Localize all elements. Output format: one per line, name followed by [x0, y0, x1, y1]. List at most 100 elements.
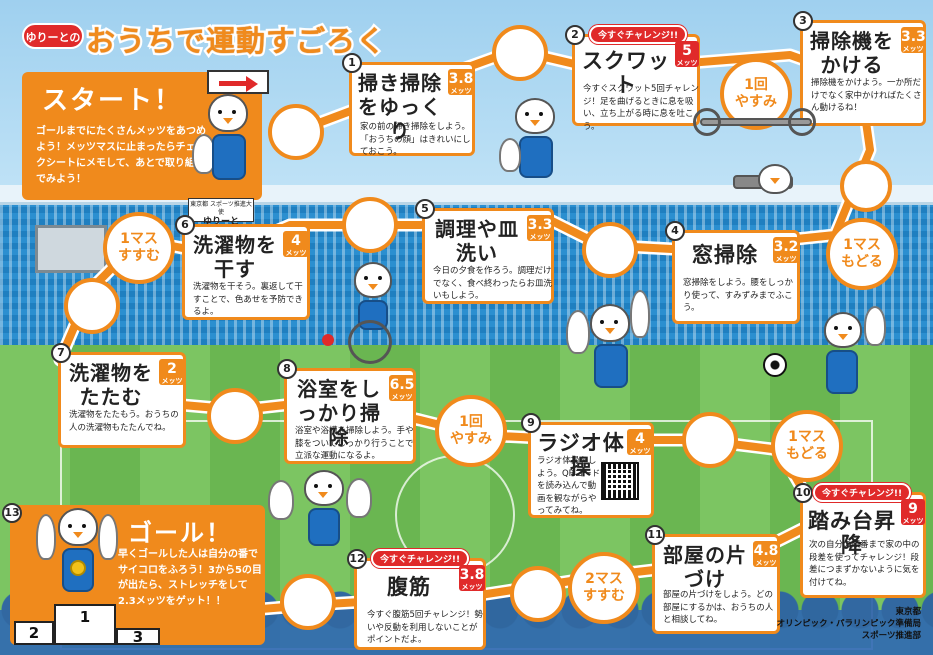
qr-code-icon[interactable] [601, 462, 639, 500]
empty-square[interactable] [268, 104, 324, 160]
start-instructions: ゴールまでにたくさんメッツをあつめよう！メッツマスに止まったらチェックシートにメ… [36, 126, 206, 185]
square-number: 3 [793, 11, 813, 31]
square-description: 今すぐスクワット5回チャレンジ！足を曲げるときに息を吸い、立ち上がる時に息を吐こ… [583, 84, 699, 132]
square-number: 8 [277, 359, 297, 379]
podium-3rd: 3 [116, 628, 160, 645]
square-description: 洗濯物を干そう。裏返して干すことで、色あせを予防できるよ。 [193, 282, 303, 317]
square-description: 浴室や浴槽を掃除しよう。手や膝をついてしっかり行うことで立派な運動になるよ。 [295, 426, 414, 461]
credit-line: オリンピック・パラリンピック準備局 [776, 619, 921, 629]
square-number: 6 [175, 215, 195, 235]
special-square-rest[interactable]: 1回やすみ [435, 395, 507, 467]
special-square-back[interactable]: 1マスもどる [826, 218, 898, 290]
square-number: 11 [645, 525, 665, 545]
square-description: 掃除機をかけよう。一か所だけでなく家中かければたくさん動けるね！ [811, 78, 922, 113]
arrow-right-icon [219, 81, 247, 86]
square-description: 窓掃除をしよう。腰をしっかり使って、すみずみまでふこう。 [683, 278, 793, 313]
square-title: 浴室をしっかり掃除 [297, 377, 381, 449]
square-title: 洗濯物を干す [193, 233, 277, 281]
publisher-credit: 東京都 オリンピック・パラリンピック準備局 スポーツ推進部 [777, 606, 921, 642]
square-description: 今すぐ腹筋5回チャレンジ！勢いや反動を利用しないことがポイントだよ。 [367, 610, 483, 645]
podium-2nd: 2 [14, 621, 54, 645]
nameplate-name: ゆりーと [202, 217, 239, 227]
square-title: 調理や皿洗い [435, 217, 519, 265]
square-title: 窓掃除 [692, 243, 758, 267]
square-description: 洗濯物をたたもう。おうちの人の洗濯物もたたんでね。 [69, 410, 179, 433]
empty-square[interactable] [64, 278, 120, 334]
square-description: 家の前の掃き掃除をしよう。「おうちの顔」はきれいにしておこう。 [360, 122, 471, 157]
credit-line: スポーツ推進部 [861, 631, 921, 641]
square-description: 部屋の片づけをしよう。どの部屋にするかは、おうちの人と相談してね。 [663, 590, 774, 625]
empty-square[interactable] [682, 412, 738, 468]
podium-1st: 1 [54, 604, 116, 645]
arrow-head-icon [246, 76, 258, 92]
empty-square[interactable] [280, 574, 336, 630]
special-line2: もどる [841, 254, 883, 270]
special-line2: やすみ [450, 431, 492, 447]
empty-square[interactable] [582, 222, 638, 278]
special-line1: 1回 [744, 77, 768, 93]
weight-plate-icon [693, 108, 721, 136]
square-number: 10 [793, 483, 813, 503]
square-title: 踏み台昇降 [808, 509, 896, 557]
empty-square[interactable] [342, 197, 398, 253]
challenge-badge: 今すぐチャレンジ!! [813, 483, 912, 502]
square-number: 4 [665, 221, 685, 241]
square-title: 掃き掃除をゆっくり [358, 71, 442, 143]
goal-instructions: 早くゴールした人は自分の番でサイコロをふろう！3から5の目が出たら、ストレッチを… [118, 549, 262, 607]
start-label: スタート！ [41, 86, 182, 116]
credit-line: 東京都 [895, 607, 921, 617]
medal-icon [70, 560, 86, 576]
special-square-advance[interactable]: 1マスすすむ [103, 212, 175, 284]
special-square-advance[interactable]: 2マスすすむ [568, 552, 640, 624]
soccer-ball-icon [763, 353, 787, 377]
goal-number: 13 [2, 503, 22, 523]
special-line1: 1マス [843, 237, 881, 253]
page-title: おうちで運動すごろく [83, 22, 387, 61]
nameplate-org: 東京都 スポーツ推進大使 [190, 201, 252, 216]
square-number: 5 [415, 199, 435, 219]
special-line1: 1マス [788, 429, 826, 445]
special-line1: 1回 [459, 414, 483, 430]
square-title: 掃除機をかける [810, 29, 894, 77]
special-line2: もどる [786, 446, 828, 462]
goal-label: ゴール！ [128, 519, 232, 547]
empty-square[interactable] [207, 388, 263, 444]
challenge-badge: 今すぐチャレンジ!! [589, 25, 688, 44]
square-number: 12 [347, 549, 367, 569]
start-flag [207, 70, 269, 94]
mascot-logo-label: ゆりーとの [22, 23, 84, 49]
challenge-badge: 今すぐチャレンジ!! [371, 549, 470, 568]
square-title: スクワット [582, 49, 670, 97]
special-square-back[interactable]: 1マスもどる [771, 410, 843, 482]
special-line2: やすみ [735, 94, 777, 110]
special-line1: 1マス [120, 231, 158, 247]
empty-square[interactable] [492, 25, 548, 81]
empty-square[interactable] [510, 566, 566, 622]
empty-square[interactable] [840, 160, 892, 212]
square-number: 2 [565, 25, 585, 45]
